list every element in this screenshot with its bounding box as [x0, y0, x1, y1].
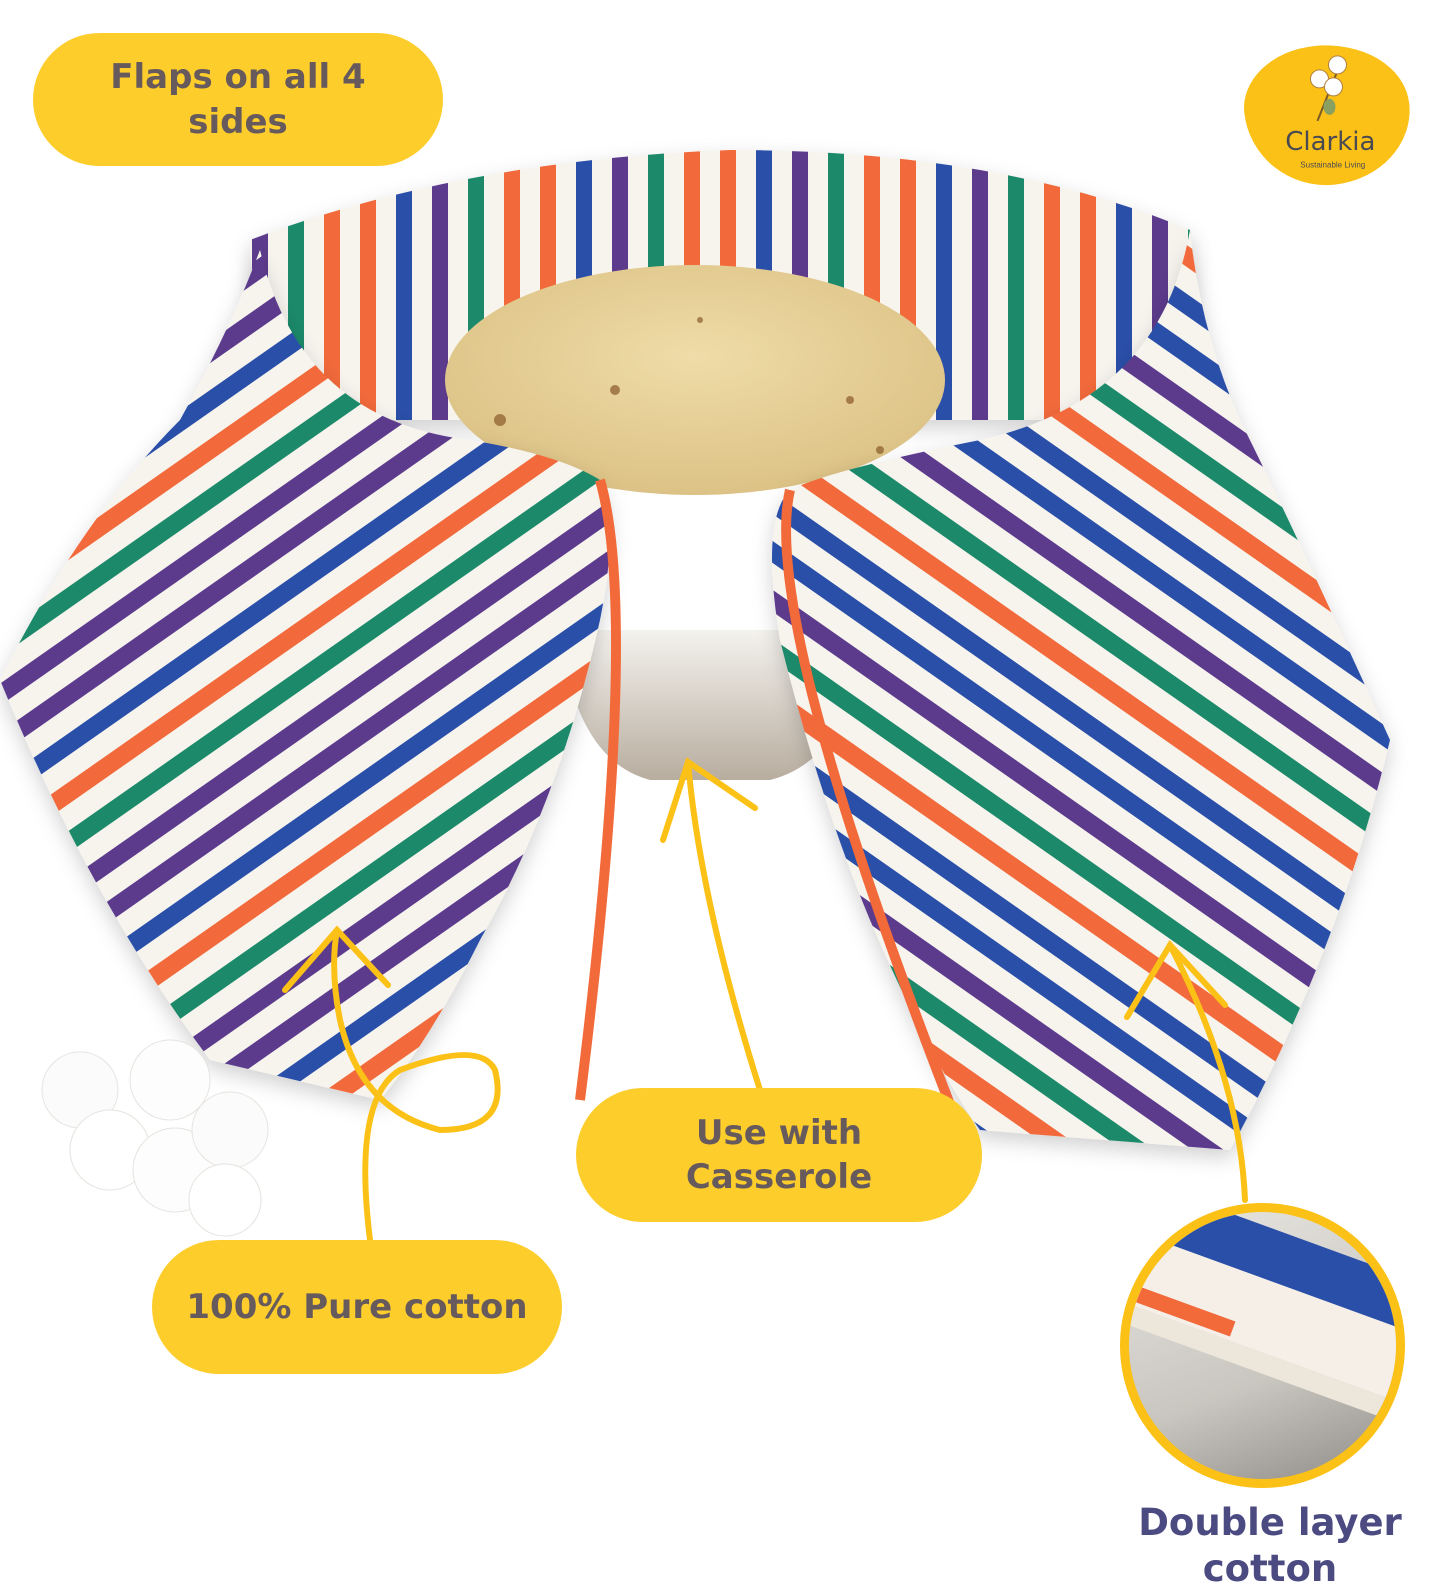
callout-double-layer-line1: Double layer — [1138, 1501, 1402, 1544]
callout-flaps: Flaps on all 4 sides — [33, 33, 443, 166]
callout-flaps-line2: sides — [188, 101, 288, 142]
logo-tagline: Sustainable Living — [1300, 160, 1366, 170]
cloth-flap-right — [772, 230, 1390, 1150]
roti — [445, 265, 945, 495]
cotton-bolls-image — [41, 1039, 269, 1237]
arrow-double-layer — [1124, 940, 1248, 1203]
callout-casserole: Use with Casserole — [576, 1088, 982, 1222]
callout-casserole-line1: Use with — [695, 1112, 863, 1153]
callout-pure-cotton-label: 100% Pure cotton — [186, 1286, 528, 1327]
clarkia-logo: Clarkia Sustainable Living — [1238, 36, 1417, 194]
arrow-pure-cotton — [282, 925, 501, 1258]
callout-flaps-line1: Flaps on all 4 — [110, 57, 366, 98]
callout-double-layer-line2: cotton — [1202, 1547, 1338, 1591]
cloth-flap-left — [0, 250, 610, 1100]
callout-double-layer: Double layer cotton — [1110, 1500, 1430, 1593]
cotton-branch-icon — [1309, 55, 1347, 122]
callout-casserole-line2: Casserole — [685, 1157, 873, 1197]
arrow-casserole — [660, 757, 763, 1093]
callout-pure-cotton: 100% Pure cotton — [152, 1240, 562, 1374]
logo-brand: Clarkia — [1285, 126, 1376, 157]
fabric-closeup-circle — [1120, 1203, 1405, 1488]
